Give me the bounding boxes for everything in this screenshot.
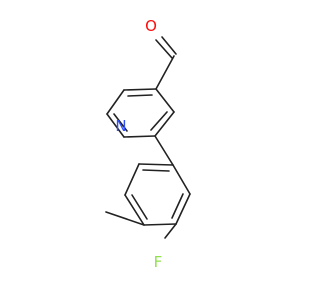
bond-pyridine-5 bbox=[154, 111, 175, 137]
bond-phenyl-4 bbox=[143, 223, 177, 226]
bond-phenyl-5 bbox=[175, 193, 191, 225]
bond-aldehyde-c-o-1 bbox=[161, 36, 177, 55]
oxygen-atom-label: O bbox=[145, 17, 157, 35]
bond-pyridine-3-inner bbox=[113, 113, 128, 132]
bond-pyridine-3 bbox=[106, 113, 125, 138]
bond-pyridine-2 bbox=[106, 89, 125, 115]
bond-phenyl-3 bbox=[124, 194, 145, 226]
bond-fluorine bbox=[164, 223, 177, 239]
bond-phenyl-5-inner bbox=[171, 193, 184, 219]
bond-phenyl-6 bbox=[172, 164, 191, 195]
nitrogen-atom-label: N bbox=[115, 117, 126, 135]
bond-phenyl-3-inner bbox=[131, 194, 148, 220]
bond-aldehyde-c-ring bbox=[155, 55, 175, 90]
bond-pyridine-4 bbox=[123, 135, 156, 138]
fluorine-atom-label: F bbox=[154, 253, 163, 271]
bond-phenyl-1-inner bbox=[142, 169, 170, 172]
bond-phenyl-1 bbox=[138, 163, 174, 166]
bond-pyridine-6 bbox=[155, 88, 175, 113]
bond-biaryl bbox=[154, 135, 174, 166]
bond-pyridine-1-inner bbox=[127, 94, 153, 97]
bond-phenyl-2 bbox=[124, 163, 140, 196]
bond-pyridine-1 bbox=[123, 88, 157, 91]
bond-aldehyde-c-o-2 bbox=[155, 39, 173, 59]
bond-methyl bbox=[105, 211, 145, 226]
molecule-structure: O N F bbox=[105, 17, 191, 271]
bond-pyridine-5-inner bbox=[150, 111, 168, 131]
